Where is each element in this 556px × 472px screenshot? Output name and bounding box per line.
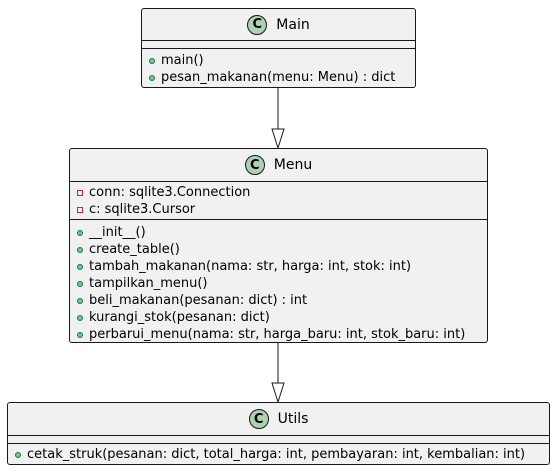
- method-signature: beli_makanan(pesanan: dict) : int: [89, 293, 308, 308]
- method-row: beli_makanan(pesanan: dict) : int: [70, 292, 487, 309]
- method-row: create_table(): [70, 241, 487, 258]
- method-row: tampilkan_menu(): [70, 275, 487, 292]
- method-row: tambah_makanan(nama: str, harga: int, st…: [70, 258, 487, 275]
- method-row: main(): [142, 52, 415, 69]
- field-row: conn: sqlite3.Connection: [70, 184, 487, 201]
- class-utils-header: C Utils: [8, 403, 549, 435]
- public-visibility-icon: [149, 74, 155, 81]
- private-visibility-icon: [77, 189, 83, 196]
- method-signature: pesan_makanan(menu: Menu) : dict: [161, 70, 396, 85]
- method-signature: kurangi_stok(pesanan: dict): [89, 310, 270, 325]
- class-menu-fields: conn: sqlite3.Connection c: sqlite3.Curs…: [70, 181, 487, 219]
- class-menu-header: C Menu: [70, 149, 487, 181]
- field-signature: conn: sqlite3.Connection: [89, 185, 251, 200]
- method-signature: cetak_struk(pesanan: dict, total_harga: …: [27, 447, 526, 462]
- class-stereotype-icon: C: [247, 14, 268, 35]
- method-signature: perbarui_menu(nama: str, harga_baru: int…: [89, 327, 466, 342]
- class-stereotype-icon: C: [248, 409, 269, 429]
- method-signature: tampilkan_menu(): [89, 276, 208, 291]
- class-menu[interactable]: C Menu conn: sqlite3.Connection c: sqlit…: [69, 148, 488, 343]
- class-main-fields: [142, 40, 415, 48]
- method-signature: create_table(): [89, 242, 180, 257]
- method-signature: main(): [161, 53, 204, 68]
- public-visibility-icon: [77, 263, 83, 270]
- class-main-methods: main() pesan_makanan(menu: Menu) : dict: [142, 48, 415, 86]
- public-visibility-icon: [77, 314, 83, 321]
- class-name: Menu: [273, 157, 313, 173]
- method-signature: __init__(): [89, 225, 146, 240]
- class-main-header: C Main: [142, 9, 415, 40]
- public-visibility-icon: [149, 57, 155, 64]
- method-row: perbarui_menu(nama: str, harga_baru: int…: [70, 326, 487, 343]
- public-visibility-icon: [77, 331, 83, 338]
- edge-main-to-menu: [271, 88, 285, 150]
- public-visibility-icon: [77, 246, 83, 253]
- method-row: __init__(): [70, 224, 487, 241]
- public-visibility-icon: [15, 451, 21, 458]
- class-main[interactable]: C Main main() pesan_makanan(menu: Menu) …: [141, 8, 416, 88]
- inheritance-arrowhead: [271, 382, 285, 404]
- public-visibility-icon: [77, 229, 83, 236]
- field-signature: c: sqlite3.Cursor: [89, 202, 196, 217]
- class-menu-methods: __init__() create_table() tambah_makanan…: [70, 219, 487, 343]
- class-utils[interactable]: C Utils cetak_struk(pesanan: dict, total…: [7, 402, 550, 465]
- method-row: pesan_makanan(menu: Menu) : dict: [142, 69, 415, 86]
- method-row: cetak_struk(pesanan: dict, total_harga: …: [8, 446, 549, 463]
- class-utils-methods: cetak_struk(pesanan: dict, total_harga: …: [8, 443, 549, 463]
- method-signature: tambah_makanan(nama: str, harga: int, st…: [89, 259, 412, 274]
- class-stereotype-icon: C: [244, 155, 265, 175]
- class-utils-fields: [8, 435, 549, 443]
- public-visibility-icon: [77, 297, 83, 304]
- inheritance-arrowhead: [271, 128, 285, 150]
- private-visibility-icon: [77, 206, 83, 213]
- class-name: Main: [276, 16, 310, 33]
- method-row: kurangi_stok(pesanan: dict): [70, 309, 487, 326]
- public-visibility-icon: [77, 280, 83, 287]
- edge-menu-to-utils: [271, 343, 285, 404]
- field-row: c: sqlite3.Cursor: [70, 201, 487, 218]
- class-name: Utils: [277, 411, 309, 427]
